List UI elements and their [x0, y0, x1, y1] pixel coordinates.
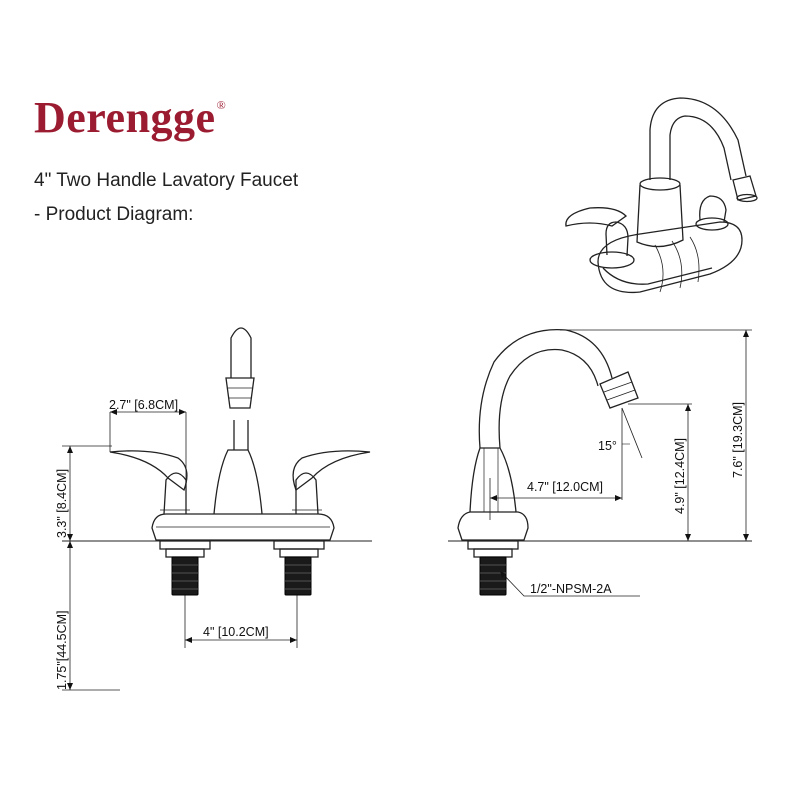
faucet-perspective-illustration: [565, 97, 758, 294]
handle-reach-label: 2.7" [6.8CM]: [109, 398, 178, 412]
thread-spec-label: 1/2"-NPSM-2A: [530, 582, 612, 596]
spout-height-label: 4.9" [12.4CM]: [673, 438, 687, 514]
faucet-side-view: [448, 328, 752, 597]
center-spacing-label: 4" [10.2CM]: [203, 625, 269, 639]
product-diagram-label: - Product Diagram:: [34, 204, 194, 225]
registered-mark: ®: [216, 98, 227, 112]
spout-reach-label: 4.7" [12.0CM]: [527, 480, 603, 494]
front-left-threaded-shank: [171, 556, 199, 596]
spout-angle-label: 15°: [598, 439, 617, 453]
deck-height-label: 3.3" [8.4CM]: [55, 469, 69, 538]
brand-name: Derengge: [34, 93, 216, 142]
overall-height-label: 7.6" [19.3CM]: [731, 402, 745, 478]
shank-length-label: 1.75"[44.5CM]: [55, 611, 69, 690]
front-right-threaded-shank: [284, 556, 312, 596]
brand-logo: Derengge®: [34, 92, 226, 143]
product-title: 4" Two Handle Lavatory Faucet: [34, 170, 299, 191]
dimension-arrowheads: [67, 330, 749, 690]
side-threaded-shank: [479, 556, 507, 596]
